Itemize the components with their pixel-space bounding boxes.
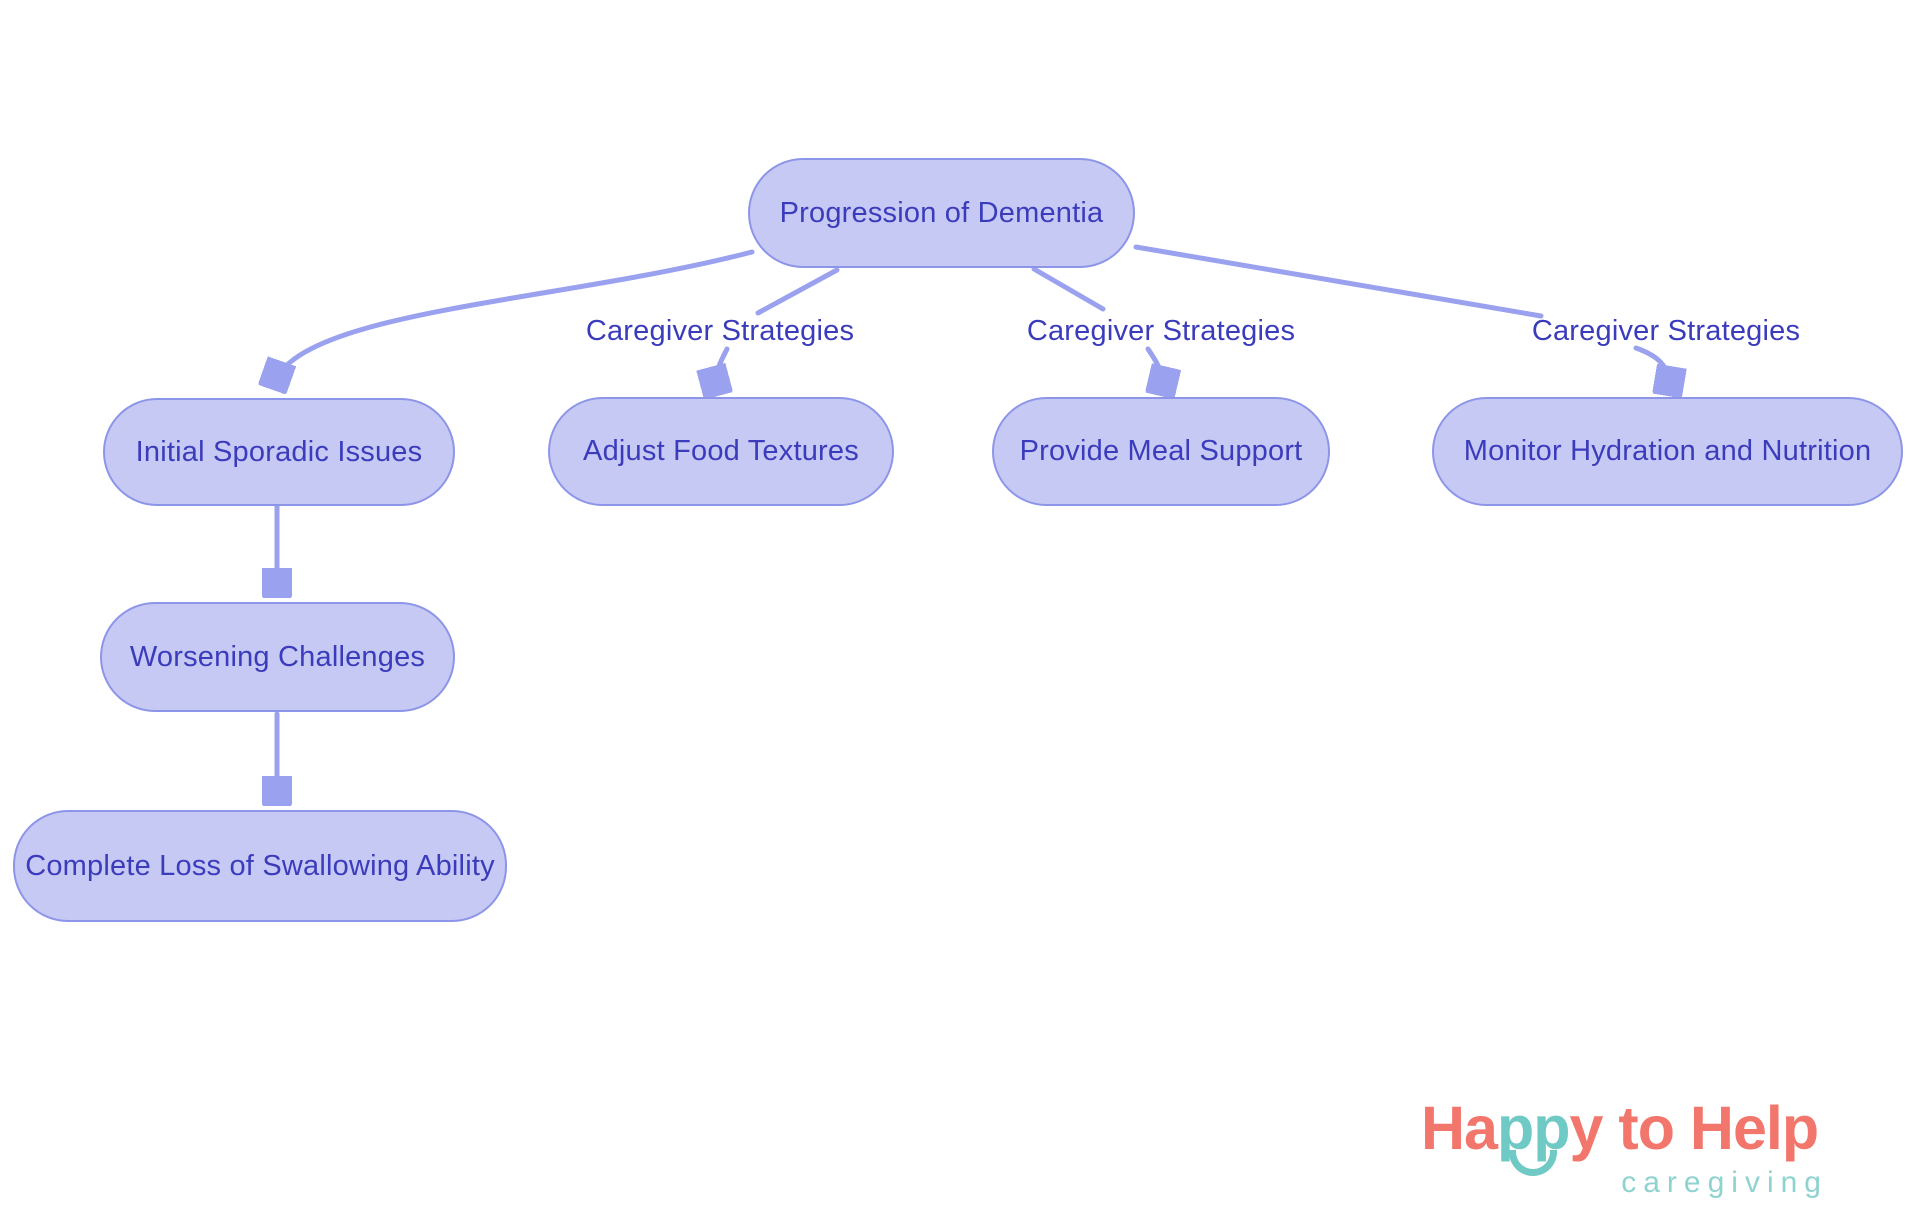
- edge-label-to-provide: [1148, 346, 1162, 390]
- edge-progression-to-label-provide: [1031, 266, 1106, 312]
- node-worsening-challenges: Worsening Challenges: [100, 602, 455, 712]
- smile-icon: [1509, 1150, 1558, 1176]
- edge-label-caregiver-strategies-2: Caregiver Strategies: [1026, 315, 1296, 347]
- edge-progression-to-label-monitor: [1133, 244, 1544, 319]
- node-monitor-hydration-and-nutrition: Monitor Hydration and Nutrition: [1432, 397, 1903, 506]
- edge-label-caregiver-strategies-1: Caregiver Strategies: [585, 315, 855, 347]
- edge-label-caregiver-strategies-3: Caregiver Strategies: [1531, 315, 1801, 347]
- edge-label-to-monitor: [1633, 345, 1669, 390]
- logo-text-ha: Ha: [1421, 1094, 1498, 1162]
- node-adjust-food-textures: Adjust Food Textures: [548, 397, 894, 506]
- logo-text-y-to-help: y to Help: [1569, 1094, 1820, 1162]
- edge-progression-to-label-adjust: [755, 267, 840, 316]
- logo-text-pp: pp: [1497, 1098, 1571, 1176]
- edge-progression-to-initial: [274, 249, 755, 384]
- edge-label-to-adjust: [716, 346, 727, 390]
- node-complete-loss-of-swallowing-ability: Complete Loss of Swallowing Ability: [13, 810, 507, 922]
- logo-tagline: caregiving: [1621, 1166, 1828, 1199]
- node-provide-meal-support: Provide Meal Support: [992, 397, 1330, 506]
- node-progression-of-dementia: Progression of Dementia: [748, 158, 1135, 268]
- node-initial-sporadic-issues: Initial Sporadic Issues: [103, 398, 455, 506]
